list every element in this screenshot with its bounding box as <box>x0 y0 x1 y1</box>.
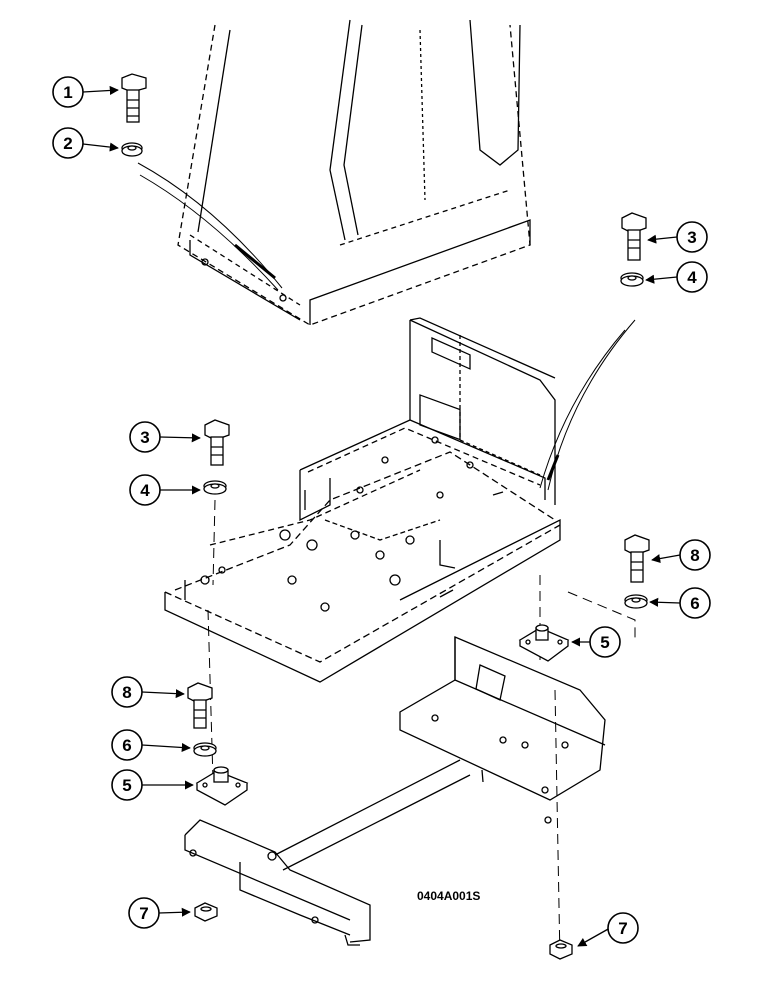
callout-2: 2 <box>52 127 84 159</box>
callout-6-left: 6 <box>111 729 143 761</box>
callout-5-right: 5 <box>589 626 621 658</box>
callout-3-lower: 3 <box>129 421 161 453</box>
svg-text:4: 4 <box>687 268 697 287</box>
bolt-part-1 <box>121 73 147 123</box>
nut-part-7-left <box>194 902 218 922</box>
cable-lines <box>539 319 636 491</box>
svg-text:6: 6 <box>122 736 131 755</box>
washer-part-2 <box>121 142 143 157</box>
callout-3-upper: 3 <box>676 221 708 253</box>
callout-1: 1 <box>52 76 84 108</box>
svg-text:3: 3 <box>687 228 696 247</box>
cab-platform <box>164 317 561 683</box>
callout-6-right: 6 <box>679 587 711 619</box>
callout-8-left: 8 <box>111 676 143 708</box>
svg-text:4: 4 <box>140 481 150 500</box>
svg-text:3: 3 <box>140 428 149 447</box>
svg-text:5: 5 <box>600 633 609 652</box>
bolt-part-8-right <box>624 534 650 583</box>
svg-text:5: 5 <box>122 776 131 795</box>
mount-part-5-right <box>518 624 570 662</box>
callout-7-left: 7 <box>128 897 160 929</box>
svg-text:2: 2 <box>63 134 72 153</box>
right-support-bracket <box>399 636 606 824</box>
cab-frame <box>137 19 531 326</box>
leader-arrows <box>82 85 681 947</box>
bolt-part-8-left <box>187 682 213 729</box>
callout-8-right: 8 <box>679 539 711 571</box>
svg-text:8: 8 <box>122 683 131 702</box>
callout-5-left: 5 <box>111 769 143 801</box>
svg-text:6: 6 <box>690 594 699 613</box>
bolt-part-3-upper <box>621 212 647 261</box>
svg-text:1: 1 <box>63 83 72 102</box>
mount-part-5-left <box>195 766 249 806</box>
svg-text:7: 7 <box>139 904 148 923</box>
cross-member <box>184 759 484 946</box>
washer-part-6-right <box>624 594 648 609</box>
bolt-part-3-lower <box>204 419 230 466</box>
callout-4-lower: 4 <box>129 474 161 506</box>
washer-part-4-upper <box>620 272 644 287</box>
callout-4-upper: 4 <box>676 261 708 293</box>
nut-part-7-right <box>549 939 573 960</box>
washer-part-4-lower <box>203 480 227 495</box>
washer-part-6-left <box>193 742 217 757</box>
callout-7-right: 7 <box>607 912 639 944</box>
svg-text:8: 8 <box>690 546 699 565</box>
drawing-reference: 0404A001S <box>417 889 480 903</box>
svg-text:7: 7 <box>618 919 627 938</box>
